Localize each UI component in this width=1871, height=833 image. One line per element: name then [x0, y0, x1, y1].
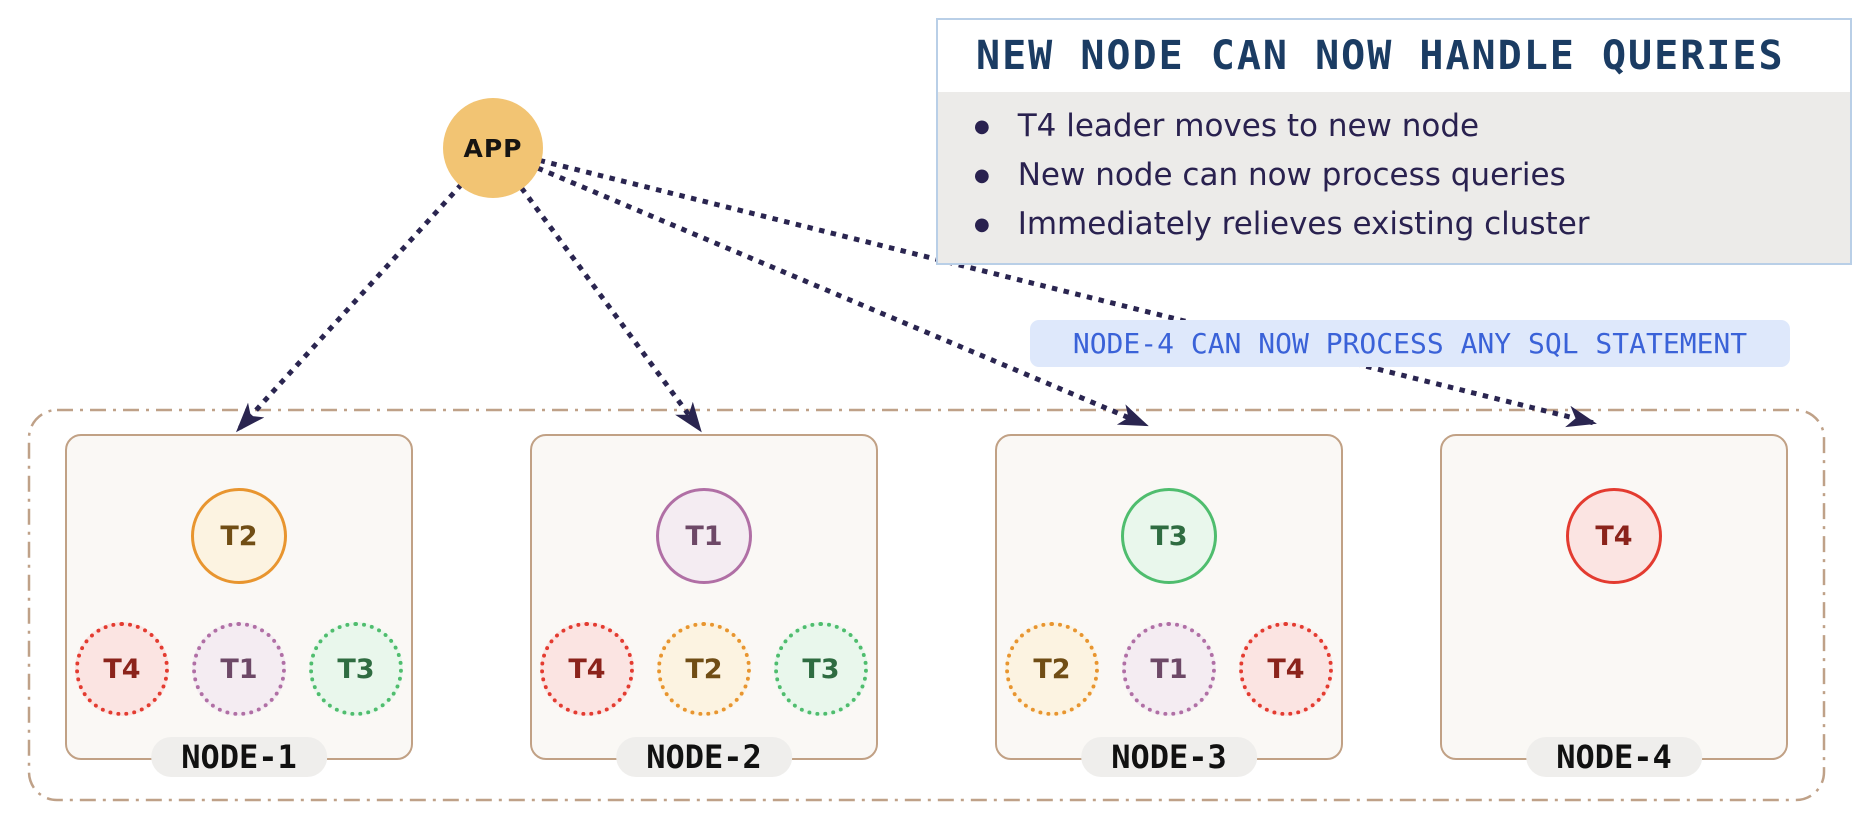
replica-tablet: T1: [1122, 622, 1216, 716]
node-label-pill: NODE-2: [616, 737, 792, 777]
replica-tablet: T4: [75, 622, 169, 716]
replica-tablet: T3: [774, 622, 868, 716]
leader-tablet: T1: [656, 488, 752, 584]
replica-row: T4 T2 T3: [532, 622, 876, 716]
replica-tablet: T3: [309, 622, 403, 716]
leader-tablet: T4: [1566, 488, 1662, 584]
replica-row: T4 T1 T3: [67, 622, 411, 716]
node-label-pill: NODE-1: [151, 737, 327, 777]
node-card-2: T1 T4 T2 T3 NODE-2: [530, 434, 878, 777]
node-card-1: T2 T4 T1 T3 NODE-1: [65, 434, 413, 777]
node-label-pill: NODE-3: [1081, 737, 1257, 777]
node-card-3: T3 T2 T1 T4 NODE-3: [995, 434, 1343, 777]
replica-tablet: T2: [1005, 622, 1099, 716]
replica-tablet: T4: [540, 622, 634, 716]
replica-row: T2 T1 T4: [997, 622, 1341, 716]
replica-tablet: T1: [192, 622, 286, 716]
leader-tablet: T3: [1121, 488, 1217, 584]
leader-tablet: T2: [191, 488, 287, 584]
node-label-pill: NODE-4: [1526, 737, 1702, 777]
replica-tablet: T2: [657, 622, 751, 716]
node-card-4: T4 NODE-4: [1440, 434, 1788, 777]
replica-tablet: T4: [1239, 622, 1333, 716]
